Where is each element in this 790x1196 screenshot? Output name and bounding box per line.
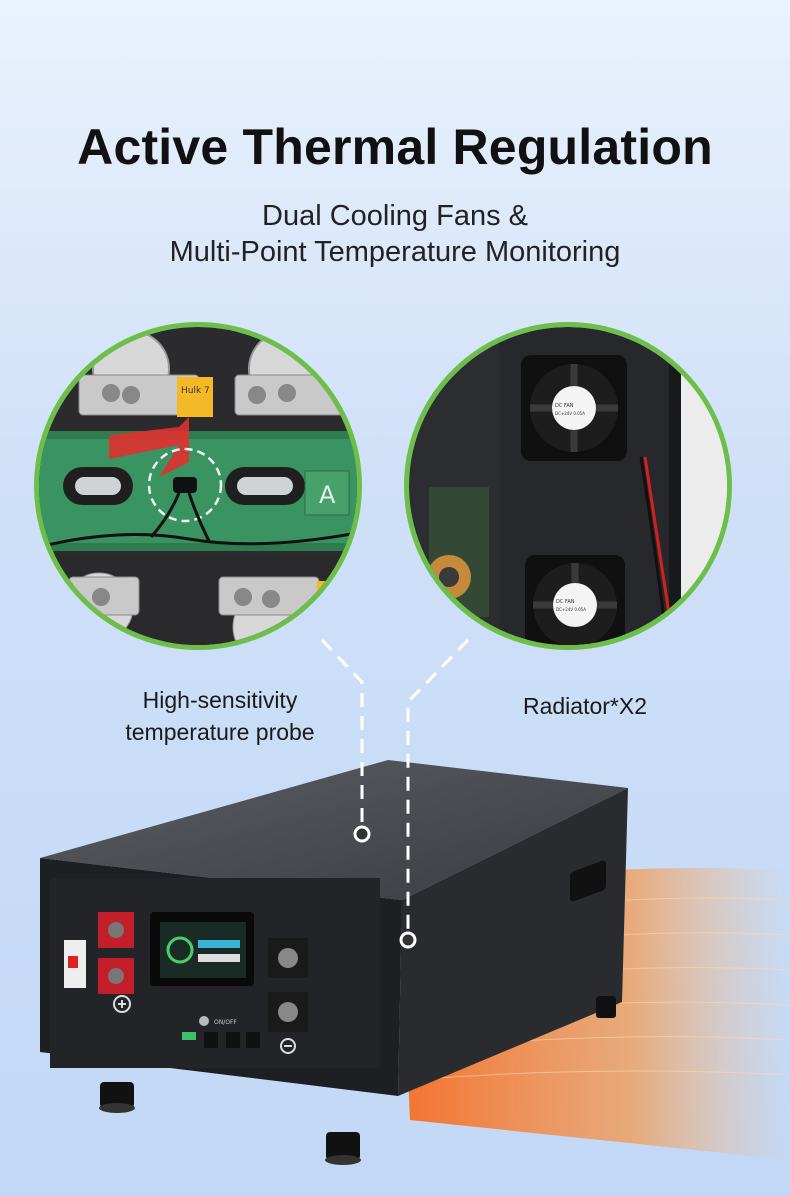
fan-1-spec: DC+24V 0.05A <box>555 411 585 416</box>
probe-callout-label: High-sensitivity temperature probe <box>100 684 340 748</box>
negative-terminal-icon <box>268 938 308 1054</box>
cooling-fan-icon <box>525 555 625 645</box>
power-label: ON/OFF <box>214 1019 237 1026</box>
fan-2-spec: DC+24V 0.05A <box>556 607 586 612</box>
busbar-tag-top: Hulk 7 <box>181 386 210 396</box>
fan-2-brand: DC FAN <box>556 599 575 605</box>
battery-unit-image: ON/OFF <box>40 760 790 1165</box>
fans-closeup-image: DC FAN DC+24V 0.05A DC FAN DC+24V 0.05A <box>404 322 732 650</box>
fan-1-brand: DC FAN <box>555 403 574 409</box>
subtitle-line-1: Dual Cooling Fans & <box>262 200 528 232</box>
fans-closeup-illustration: DC FAN DC+24V 0.05A DC FAN DC+24V 0.05A <box>409 327 727 645</box>
page-title: Active Thermal Regulation <box>77 119 713 175</box>
probe-closeup-image: Hulk 7 A Hulk 7 <box>34 322 362 650</box>
page-subtitle: Dual Cooling Fans & Multi-Point Temperat… <box>0 198 790 270</box>
board-letter: A <box>319 481 336 509</box>
probe-callout-line-2: temperature probe <box>125 719 315 745</box>
busbar-tag-bottom: Hulk 7 <box>321 590 350 600</box>
cooling-fan-icon <box>521 355 627 461</box>
subtitle-line-2: Multi-Point Temperature Monitoring <box>169 236 621 268</box>
probe-closeup-illustration: Hulk 7 A Hulk 7 <box>39 327 357 645</box>
probe-callout-line-1: High-sensitivity <box>142 687 298 713</box>
fans-callout-label: Radiator*X2 <box>522 693 648 719</box>
positive-terminal-icon <box>98 912 134 1013</box>
